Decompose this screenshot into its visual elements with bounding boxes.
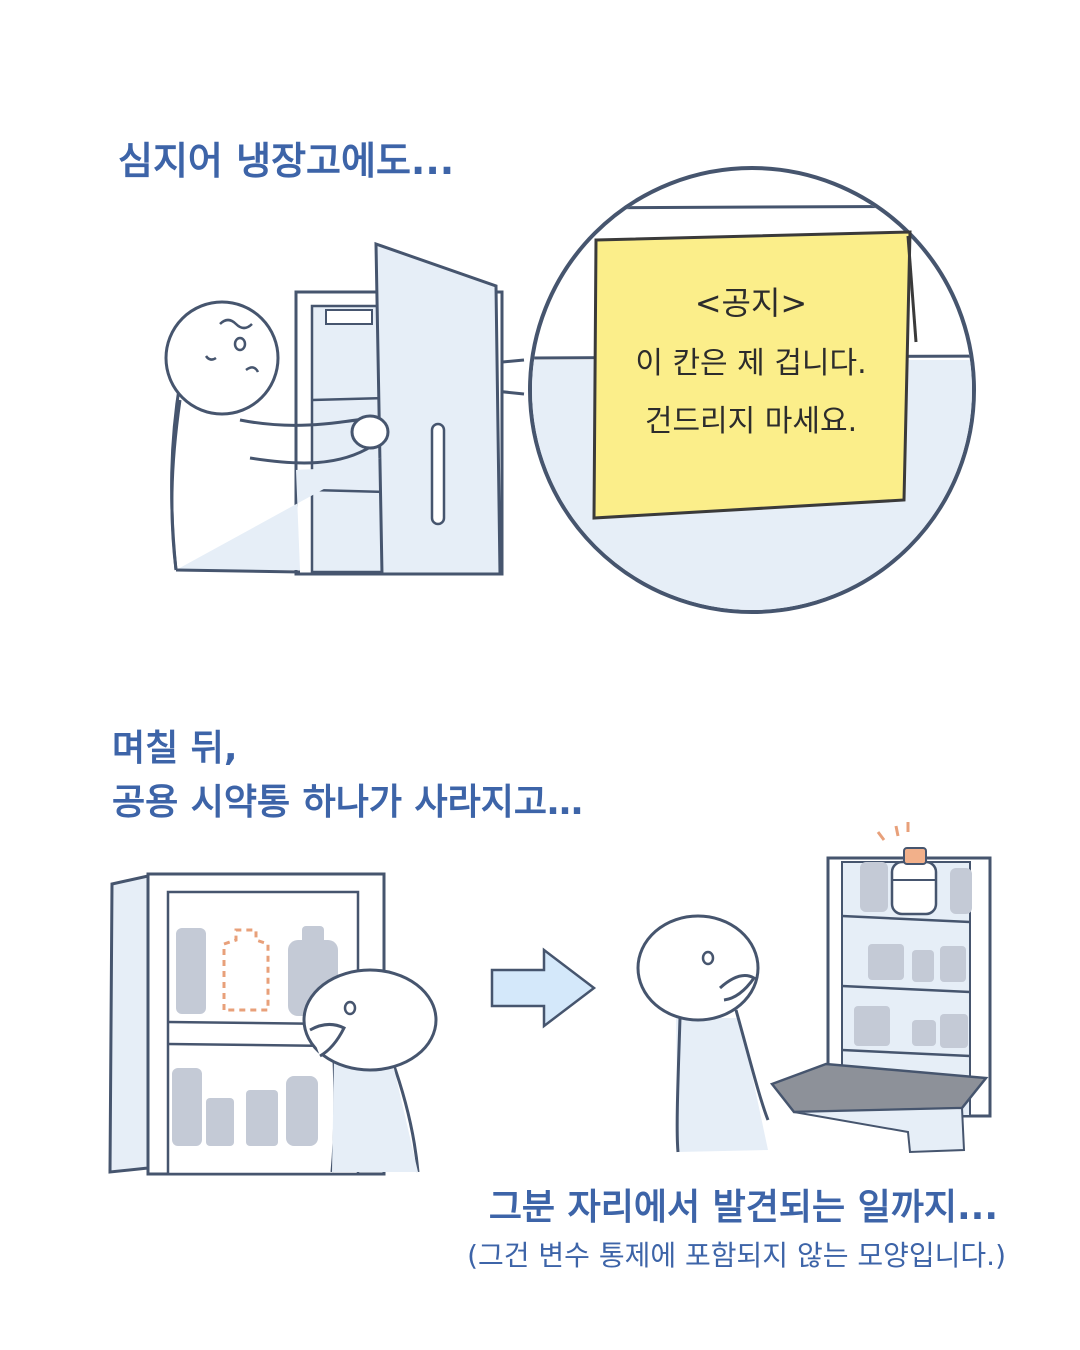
sticky-note (592, 230, 918, 520)
character-discovering (302, 968, 438, 1173)
reagent-bottle (172, 1068, 202, 1146)
panel2-aside-caption: (그건 변수 통제에 포함되지 않는 모양입니다.) (467, 1239, 1006, 1272)
reagent-bottle (176, 928, 206, 1014)
arrow-right-icon (490, 947, 597, 1029)
colleague-desk-shelf (769, 822, 992, 1154)
panel2-caption: 며칠 뒤, 공용 시약통 하나가 사라지고… (112, 722, 583, 830)
panel2-caption-line2: 공용 시약통 하나가 사라지고… (112, 782, 584, 823)
panel2-caption-line1: 며칠 뒤, (112, 728, 238, 769)
notice-title: <공지> (694, 284, 808, 322)
found-reagent-bottle (890, 860, 938, 916)
refrigerator (294, 241, 504, 576)
character-opening-fridge (164, 300, 390, 574)
reagent-bottle (206, 1098, 234, 1146)
notice-line-2: 건드리지 마세요. (644, 404, 858, 439)
notice-line-1: 이 칸은 제 겁니다. (635, 346, 867, 381)
sticky-note-text: <공지> 이 칸은 제 겁니다. 건드리지 마세요. (596, 240, 906, 515)
missing-bottle-outline (222, 928, 270, 1012)
shared-fridge-before (108, 872, 386, 1176)
reagent-bottle (246, 1090, 278, 1146)
character-at-desk (636, 914, 770, 1153)
panel2-result-caption: 그분 자리에서 발견되는 일까지... (488, 1187, 998, 1228)
reagent-bottle (286, 1076, 318, 1146)
panel1-caption: 심지어 냉장고에도... (118, 139, 455, 183)
